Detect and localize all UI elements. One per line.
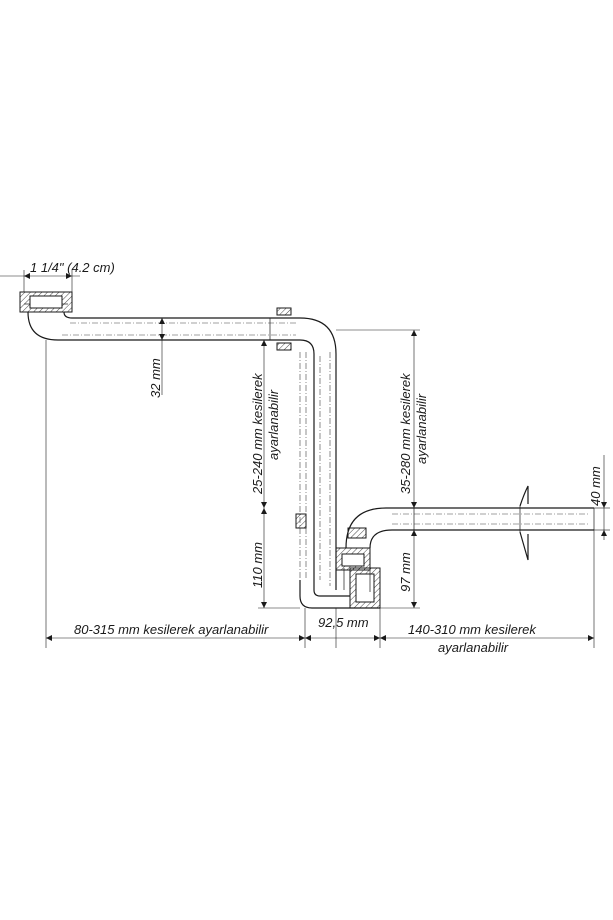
top-collar — [276, 307, 292, 351]
label-right-vertical-adjust-2: ayarlanabilir — [414, 393, 429, 464]
vertical-descending-pipe — [299, 317, 337, 590]
inlet-fitting — [19, 291, 73, 313]
dimension-horizontal: 80-315 mm kesilerek ayarlanabilir 92,5 m… — [45, 340, 595, 655]
pipe-diameter-dimension: 1 1/4" (4.2 cm) — [0, 260, 115, 292]
trap-bottom — [299, 547, 381, 609]
dimension-110mm: 110 mm — [250, 508, 300, 609]
label-97mm: 97 mm — [398, 552, 413, 592]
label-left-horizontal-adjust: 80-315 mm kesilerek ayarlanabilir — [74, 622, 269, 637]
label-width-92-5: 92,5 mm — [318, 615, 369, 630]
outlet-pipe — [345, 507, 595, 549]
dimension-97mm: 97 mm — [380, 530, 420, 609]
label-110mm: 110 mm — [250, 542, 265, 588]
dimension-40mm: 40 mm — [588, 455, 610, 540]
label-right-horizontal-adjust-2: ayarlanabilir — [438, 640, 509, 655]
label-vertical-adjust: 25-240 mm kesilerek — [250, 372, 265, 495]
label-right-vertical-adjust: 35-280 mm kesilerek — [398, 372, 413, 494]
wall-rosette — [519, 485, 529, 561]
dimension-vertical-left: 25-240 mm kesilerek ayarlanabilir — [250, 340, 281, 508]
label-32mm: 32 mm — [148, 358, 163, 398]
label-right-horizontal-adjust: 140-310 mm kesilerek — [408, 622, 537, 637]
label-40mm: 40 mm — [588, 466, 603, 506]
pipe-diameter-label: 1 1/4" (4.2 cm) — [30, 260, 115, 275]
label-vertical-adjust-2: ayarlanabilir — [266, 389, 281, 460]
top-horizontal-pipe — [27, 311, 300, 341]
telescopic-tube — [295, 352, 307, 580]
dimension-32mm: 32 mm — [148, 318, 165, 398]
dimension-vertical-right: 35-280 mm kesilerek ayarlanabilir — [336, 329, 429, 508]
